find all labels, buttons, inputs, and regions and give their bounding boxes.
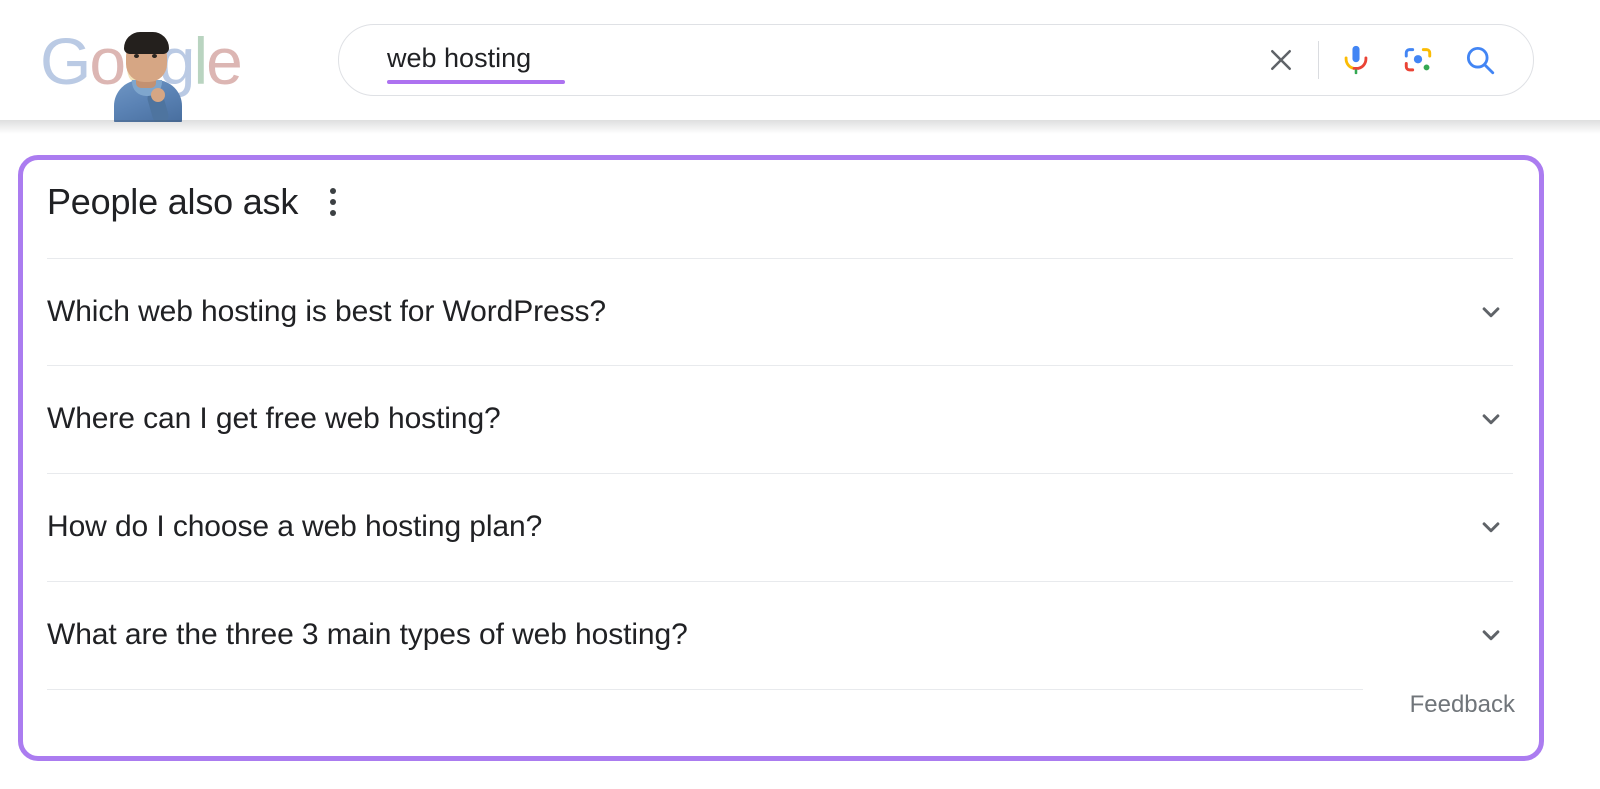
logo-letter-l: l [193, 24, 209, 98]
paa-question-text: How do I choose a web hosting plan? [47, 510, 543, 543]
google-lens-icon[interactable] [1387, 29, 1449, 91]
chevron-down-icon[interactable] [1469, 290, 1513, 334]
divider-1 [47, 365, 1513, 366]
header-shadow [0, 120, 1600, 134]
search-header: Google web hosting [0, 0, 1600, 122]
page-title: People also ask [47, 181, 299, 222]
search-input-wrap[interactable]: web hosting [387, 39, 565, 89]
microphone-icon[interactable] [1325, 29, 1387, 91]
divider-3 [47, 581, 1513, 582]
logo-letter-o1: o [89, 24, 126, 98]
paa-question-text: What are the three 3 main types of web h… [47, 618, 688, 651]
search-input[interactable]: web hosting [387, 43, 532, 73]
chevron-down-icon[interactable] [1469, 505, 1513, 549]
paa-question-text: Which web hosting is best for WordPress? [47, 295, 607, 328]
doodle-person-image [106, 26, 190, 122]
clear-icon[interactable] [1250, 29, 1312, 91]
divider-2 [47, 473, 1513, 474]
google-logo-text: Google [40, 24, 243, 98]
divider-bottom [47, 689, 1363, 690]
search-box[interactable]: web hosting [338, 24, 1534, 96]
paa-question-text: Where can I get free web hosting? [47, 402, 501, 435]
logo-letter-g1: G [40, 24, 91, 98]
google-logo[interactable]: Google [40, 22, 245, 122]
doodle-eye-right [152, 54, 157, 58]
icon-divider [1318, 41, 1319, 79]
logo-letter-e: e [206, 24, 243, 98]
search-box-icons [1250, 25, 1511, 95]
paa-question-row-3[interactable]: How do I choose a web hosting plan? [47, 474, 1513, 580]
divider-top [47, 258, 1513, 259]
doodle-hair [124, 32, 169, 54]
chevron-down-icon[interactable] [1469, 397, 1513, 441]
paa-header: People also ask [47, 180, 346, 224]
more-options-icon[interactable] [320, 185, 346, 219]
paa-question-row-4[interactable]: What are the three 3 main types of web h… [47, 582, 1513, 688]
paa-question-row-2[interactable]: Where can I get free web hosting? [47, 366, 1513, 472]
search-term-underline [387, 80, 565, 84]
people-also-ask-card: People also ask Which web hosting is bes… [18, 155, 1544, 761]
doodle-eye-left [134, 54, 139, 58]
chevron-down-icon[interactable] [1469, 613, 1513, 657]
paa-question-row-1[interactable]: Which web hosting is best for WordPress? [47, 259, 1513, 365]
feedback-link[interactable]: Feedback [1409, 691, 1515, 718]
search-icon[interactable] [1449, 29, 1511, 91]
doodle-hand [151, 88, 165, 102]
